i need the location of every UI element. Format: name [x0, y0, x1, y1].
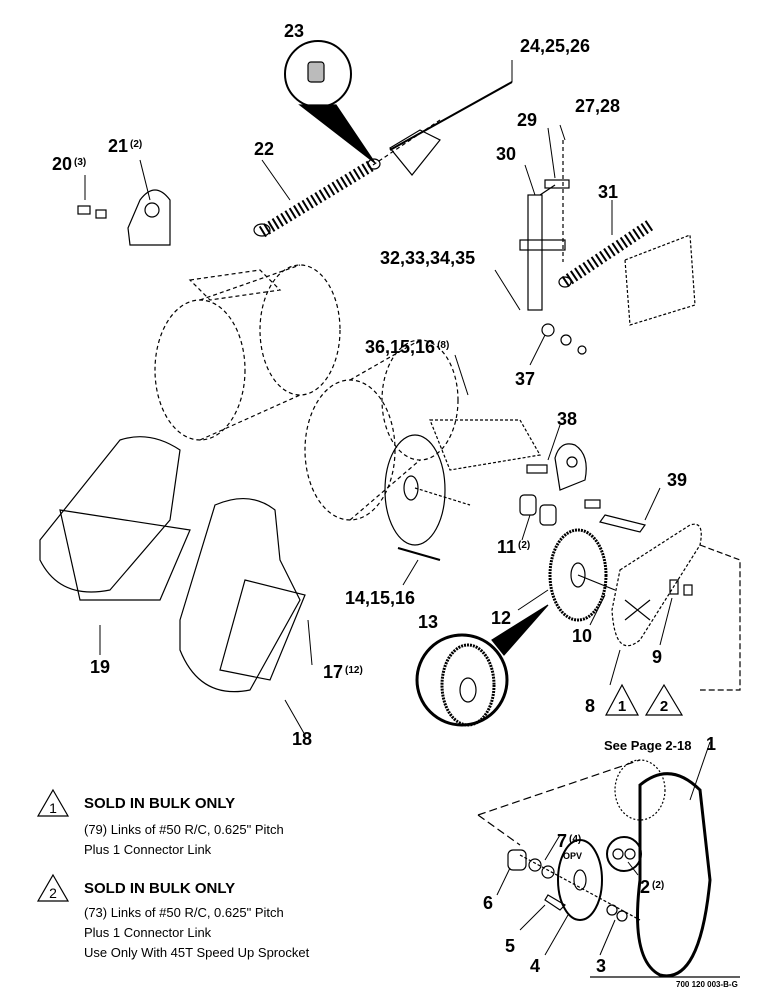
callout-11: 11(2) [497, 537, 531, 557]
part-2-detail-circle [606, 836, 642, 872]
callout-24: 24,25,26 [520, 36, 591, 56]
callout-39: 39 [667, 470, 688, 490]
part-18-shield [179, 497, 306, 693]
part-24-rod [372, 81, 513, 166]
part-29-clip [544, 179, 570, 189]
part-23-detail-circle [284, 40, 376, 164]
callout-38: 38 [557, 409, 578, 429]
callout-17: 17(12) [323, 662, 363, 682]
note-2-line-2: Plus 1 Connector Link [84, 925, 212, 940]
part-5-key [544, 894, 566, 911]
bulk-marker-1: 1 [605, 683, 639, 716]
part-12-sprocket [548, 528, 616, 622]
note-1-marker: 1 [36, 788, 70, 817]
note-1-line-1: (79) Links of #50 R/C, 0.625" Pitch [84, 822, 284, 837]
callout-7-opv: OPV [563, 851, 583, 861]
part-8-chain [611, 523, 702, 647]
note-2-line-1: (73) Links of #50 R/C, 0.625" Pitch [84, 905, 284, 920]
callout-1: 1 [706, 734, 717, 754]
figure-id: 700 120 003-B-G [676, 980, 738, 989]
part-20-links [77, 205, 107, 219]
svg-text:1: 1 [618, 698, 626, 715]
callout-10: 10 [572, 626, 593, 646]
callout-14: 14,15,16 [345, 588, 416, 608]
right-reel-assembly [304, 339, 459, 521]
callout-36: 36,15,16(8) [365, 337, 450, 357]
callout-5: 5 [505, 936, 516, 956]
part-11-bushings [519, 494, 557, 526]
part-1-belt [614, 759, 712, 978]
callout-31: 31 [598, 182, 619, 202]
part-3-washers [606, 904, 628, 922]
side-plate [624, 234, 696, 326]
callout-6: 6 [483, 893, 494, 913]
callout-29: 29 [517, 110, 538, 130]
part-30-bar [519, 184, 566, 311]
drive-disc [384, 434, 446, 546]
part-21-plate [127, 189, 171, 246]
svg-text:2: 2 [49, 885, 57, 901]
callout-9: 9 [652, 647, 663, 667]
part-38-bracket [526, 443, 587, 491]
callout-21: 21(2) [108, 136, 143, 156]
part-19-shield [39, 436, 191, 601]
leader-lines [84, 60, 711, 956]
callout-18: 18 [292, 729, 313, 749]
callout-2: 2(2) [640, 877, 665, 897]
part-13-detail-circle [415, 604, 549, 727]
callout-4: 4 [530, 956, 541, 976]
part-37-washers [541, 323, 587, 355]
note-2-title: SOLD IN BULK ONLY [84, 880, 236, 897]
callout-13: 13 [418, 612, 439, 632]
note-2-line-3: Use Only With 45T Speed Up Sprocket [84, 945, 310, 960]
svg-text:2: 2 [660, 698, 668, 715]
callout-8: 8 [585, 696, 596, 716]
bulk-marker-2: 2 [644, 683, 684, 716]
callout-22: 22 [254, 139, 275, 159]
note-1-title: SOLD IN BULK ONLY [84, 795, 236, 812]
part-14-pin [397, 547, 441, 561]
part-9-links [669, 579, 693, 596]
callout-30: 30 [496, 144, 517, 164]
part-22-spring [253, 158, 381, 238]
lower-lead-line [477, 759, 641, 816]
part-6-bushing [507, 849, 555, 879]
note-2-marker: 2 [36, 873, 70, 902]
part-39-tensioner [584, 499, 647, 533]
callout-27: 27,28 [575, 96, 621, 116]
left-reel-assembly [154, 264, 341, 441]
reference-bracket-line [699, 544, 741, 691]
callout-12: 12 [491, 608, 512, 628]
callout-20: 20(3) [52, 154, 87, 174]
shaft-bracket [429, 419, 541, 471]
callout-37: 37 [515, 369, 536, 389]
callout-3: 3 [596, 956, 607, 976]
svg-text:1: 1 [49, 800, 57, 816]
callout-7: 7(4) [557, 831, 582, 851]
note-1-line-2: Plus 1 Connector Link [84, 842, 212, 857]
top-bracket [389, 129, 441, 176]
see-page-reference: See Page 2-18 [604, 738, 692, 753]
part-31-spring [558, 220, 654, 288]
callout-19: 19 [90, 657, 111, 677]
callout-32: 32,33,34,35 [380, 248, 476, 268]
part-4-pulley [519, 839, 641, 921]
callout-23: 23 [284, 21, 305, 41]
